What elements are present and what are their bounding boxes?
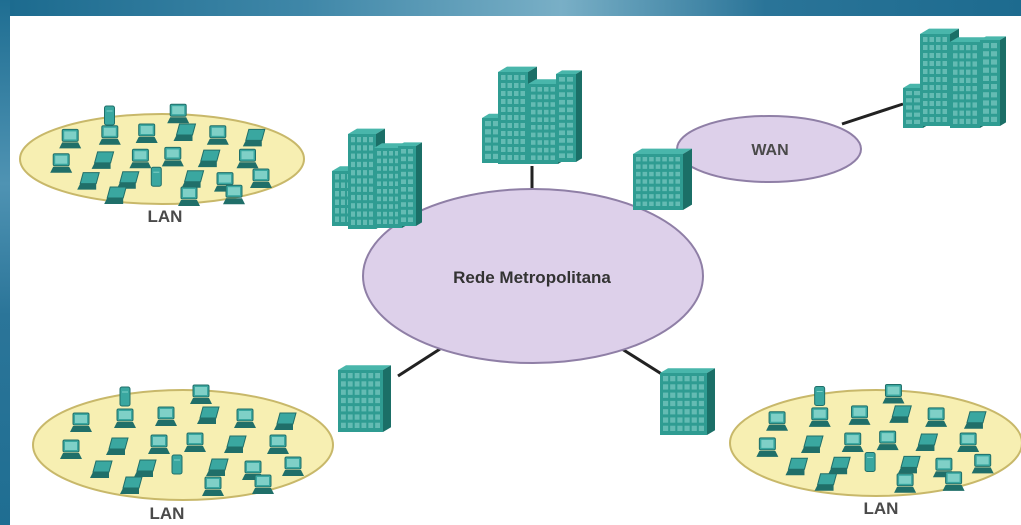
- laptop-icon: [106, 437, 129, 455]
- laptop-icon: [915, 433, 939, 452]
- buildings-layer: building-icon building-icon building-icon b…: [332, 28, 1006, 435]
- computer-icon: [808, 407, 831, 427]
- frame-left-border: [0, 0, 10, 525]
- laptop-icon: [90, 460, 113, 478]
- computer-icon: [957, 432, 980, 453]
- laptop-icon: [120, 476, 143, 494]
- lan-devices-bottom-right: [756, 384, 994, 493]
- computer-icon: [766, 411, 789, 431]
- lan-devices-top-left: [50, 103, 272, 206]
- computer-icon: [252, 474, 274, 494]
- server-icon: [171, 454, 183, 475]
- laptop-icon: [963, 411, 987, 429]
- computer-icon: [250, 168, 272, 188]
- devices-layer: [50, 103, 994, 496]
- computer-icon: [925, 407, 948, 427]
- computer-icon: [190, 384, 212, 404]
- lan-devices-bottom-left: [60, 384, 304, 496]
- laptop-icon: [242, 128, 266, 147]
- computer-icon: [129, 148, 152, 169]
- computer-icon: [155, 406, 177, 426]
- computer-icon: [236, 148, 259, 169]
- computer-icon: [202, 476, 224, 496]
- computer-icon: [206, 125, 229, 145]
- computer-icon: [234, 408, 256, 428]
- computer-icon: [971, 453, 994, 474]
- computer-icon: [223, 184, 245, 205]
- diagram-canvas: building-icon building-icon building-icon b…: [10, 16, 1021, 525]
- laptop-icon: [134, 459, 157, 477]
- laptop-icon: [828, 456, 851, 475]
- computer-icon: [282, 456, 304, 476]
- computer-icon: [756, 437, 779, 457]
- computer-icon: [70, 412, 92, 432]
- building-bottom-left: building-icon: [338, 365, 391, 432]
- building-wan-gateway: building-icon: [633, 148, 692, 210]
- computer-icon: [59, 128, 82, 149]
- computer-icon: [50, 153, 73, 173]
- laptop-icon: [814, 473, 838, 491]
- building-cluster-left: building-icon: [332, 128, 422, 229]
- server-icon: [150, 166, 162, 187]
- link-wan-far-building: [841, 102, 904, 126]
- building-cluster-top: building-icon: [482, 66, 582, 164]
- computer-icon: [148, 434, 170, 454]
- computer-icon: [161, 146, 184, 167]
- lan-label-bottom-right: LAN: [863, 499, 899, 518]
- laptop-icon: [889, 405, 912, 423]
- computer-icon: [876, 430, 899, 451]
- server-icon: [814, 386, 826, 406]
- lan-label-top-left: LAN: [147, 207, 183, 226]
- laptop-icon: [91, 151, 115, 169]
- metro-network-ellipse: [362, 188, 704, 364]
- wan-label: WAN: [751, 142, 789, 159]
- computer-icon: [848, 405, 871, 425]
- computer-icon: [178, 186, 200, 206]
- computer-icon: [60, 439, 82, 459]
- building-cluster-far-right: building-icon: [903, 28, 1006, 129]
- metro-network-label: Rede Metropolitana: [453, 268, 611, 287]
- network-diagram: building-icon building-icon building-icon b…: [19, 28, 1021, 501]
- laptop-icon: [800, 435, 824, 453]
- laptop-icon: [197, 406, 220, 424]
- laptop-icon: [173, 123, 197, 141]
- computer-icon: [184, 432, 206, 452]
- laptop-icon: [104, 186, 127, 204]
- computer-icon: [894, 473, 917, 493]
- frame-top-border: [0, 0, 1021, 16]
- computer-icon: [882, 384, 905, 404]
- computer-icon: [114, 408, 136, 428]
- laptop-icon: [224, 435, 247, 453]
- laptop-icon: [77, 172, 100, 190]
- laptop-icon: [785, 457, 809, 476]
- computer-icon: [135, 123, 158, 143]
- computer-icon: [841, 432, 864, 453]
- server-icon: [119, 386, 131, 407]
- laptop-icon: [181, 170, 205, 188]
- server-icon: [104, 105, 115, 126]
- computer-icon: [942, 471, 965, 491]
- link-bottom-left-building: [397, 347, 441, 378]
- computer-icon: [167, 103, 190, 124]
- server-icon: [864, 451, 876, 472]
- laptop-icon: [197, 149, 221, 168]
- computer-icon: [267, 434, 289, 454]
- building-bottom-right: building-icon: [660, 368, 715, 435]
- lan-label-bottom-left: LAN: [149, 504, 185, 523]
- laptop-icon: [206, 458, 229, 476]
- laptop-icon: [274, 412, 297, 430]
- computer-icon: [98, 125, 121, 145]
- laptop-icon: [897, 455, 921, 474]
